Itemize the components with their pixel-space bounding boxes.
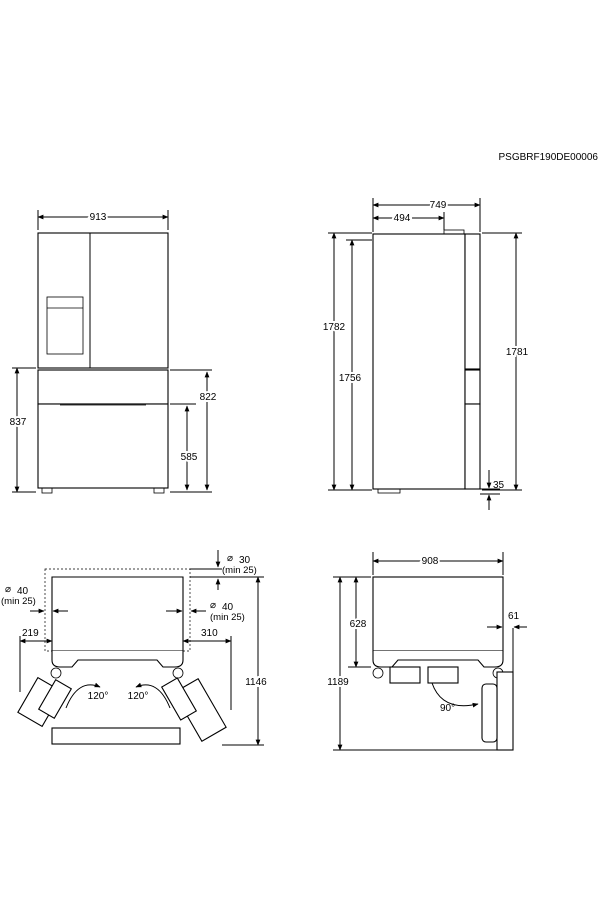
- side-clearance-61-label: 61: [508, 611, 520, 622]
- right-angle-label: 120°: [128, 691, 149, 702]
- top-clearance-label: 30: [239, 555, 251, 566]
- depth-628-label: 628: [350, 619, 367, 630]
- side-depth-body-label: 494: [394, 213, 411, 224]
- left-clearance-min-label: (min 25): [1, 596, 36, 607]
- left-hinge-icon: [50, 667, 62, 679]
- width-908-label: 908: [422, 556, 439, 567]
- upper-drawer: [37, 369, 169, 405]
- open-depth-1189-label: 1189: [327, 677, 349, 688]
- cabinet-top-outline: [51, 576, 184, 652]
- top-clearance-min-label: (min 25): [222, 565, 257, 576]
- door-angle-label: 90°: [440, 703, 455, 714]
- open-door-90: [496, 671, 514, 751]
- front-width-label: 913: [90, 212, 107, 223]
- cabinet-top-outline-2: [372, 576, 504, 652]
- lower-drawer: [37, 403, 169, 489]
- water-dispenser-icon: [46, 296, 84, 355]
- top-view-side-clearance: 90° 908 628 1189 61: [325, 552, 527, 751]
- fridge-front-body: [37, 232, 169, 494]
- side-bottom-gap-label: 35: [493, 480, 505, 491]
- left-angle-label: 120°: [88, 691, 109, 702]
- diameter-symbol-icon: ⌀: [227, 553, 233, 564]
- side-height-1756-label: 1756: [339, 373, 362, 384]
- left-clearance-label: 40: [17, 586, 29, 597]
- side-height-1782-label: 1782: [323, 322, 346, 333]
- right-clearance-label: 40: [222, 602, 234, 613]
- front-height-585-label: 585: [181, 452, 198, 463]
- diameter-symbol-icon: ⌀: [5, 584, 11, 595]
- front-height-822-label: 822: [200, 392, 217, 403]
- side-depth-total-label: 749: [430, 200, 447, 211]
- right-clearance-min-label: (min 25): [210, 612, 245, 623]
- right-hinge-icon: [172, 667, 184, 679]
- front-view: 913 837 822 585: [8, 210, 219, 494]
- left-swing-label: 219: [22, 628, 39, 639]
- fridge-side-body: [372, 229, 481, 494]
- side-view: 749 494 1782 1756 1781 35: [321, 198, 531, 510]
- top-view-doors-open: 120° 120° ⌀ 30 (min 25) ⌀ 40 (min 25) ⌀ …: [1, 550, 269, 746]
- side-height-1781-label: 1781: [506, 347, 529, 358]
- front-height-837-label: 837: [10, 417, 27, 428]
- reference-code: PSGBRF190DE00006: [498, 152, 598, 163]
- open-depth-label: 1146: [245, 677, 267, 688]
- right-swing-label: 310: [201, 628, 218, 639]
- diameter-symbol-icon: ⌀: [210, 600, 216, 611]
- left-hinge-icon: [372, 667, 384, 679]
